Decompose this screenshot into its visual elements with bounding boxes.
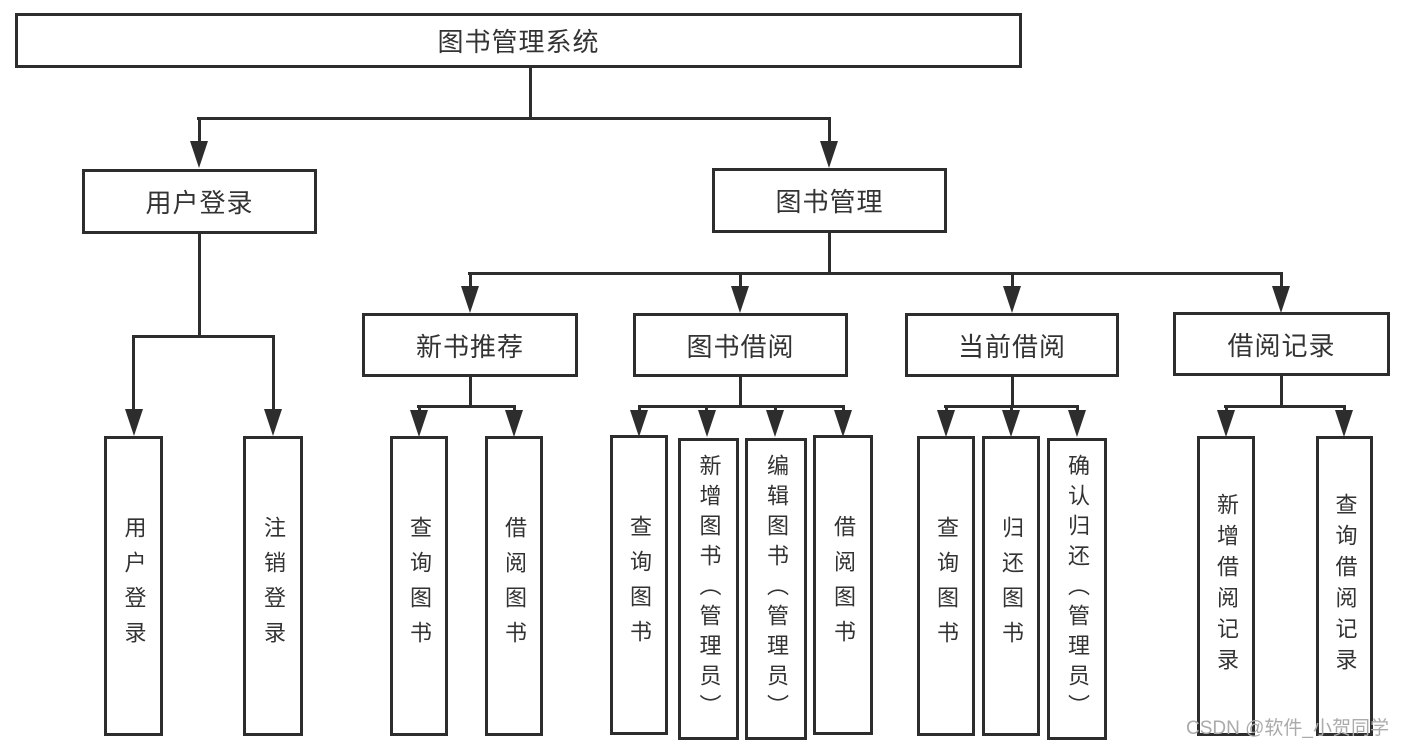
- arrow-down-icon: [1217, 410, 1235, 437]
- arrow-down-icon: [1068, 410, 1086, 437]
- arrow-down-icon: [190, 141, 208, 168]
- arrow-down-icon: [766, 410, 784, 437]
- arrow-down-icon: [410, 410, 428, 437]
- connector-shaft: [132, 335, 135, 411]
- node-query-books-borrow: 查询图书: [610, 435, 668, 735]
- connector-shaft: [1280, 272, 1283, 288]
- node-logout-leaf: 注销登录: [243, 436, 303, 736]
- connector-group-stem: [469, 375, 472, 408]
- connector-shaft: [842, 405, 845, 414]
- connector-user-login-bar: [132, 335, 275, 338]
- node-current-borrow: 当前借阅: [905, 313, 1119, 377]
- connector-shaft: [469, 272, 472, 288]
- arrow-down-icon: [937, 410, 955, 437]
- node-book-management: 图书管理: [712, 168, 947, 233]
- connector-level2-bar: [197, 117, 831, 120]
- connector-shaft: [739, 272, 742, 288]
- connector-book-borrow-bar: [638, 405, 845, 408]
- node-borrow-books-borrow: 借阅图书: [813, 435, 873, 735]
- connector-shaft: [705, 405, 708, 414]
- arrow-down-icon: [731, 286, 749, 313]
- connector-shaft: [1010, 405, 1013, 414]
- arrow-down-icon: [1003, 286, 1021, 313]
- connector-shaft: [774, 405, 777, 414]
- connector-shaft: [1343, 405, 1346, 414]
- node-edit-books-admin: 编辑图书（管理员）: [745, 438, 807, 740]
- connector-group-stem: [1280, 375, 1283, 408]
- connector-shaft: [1076, 405, 1079, 414]
- connector-user-login-stem: [198, 232, 201, 337]
- connector-shaft: [828, 117, 831, 143]
- connector-shaft: [638, 405, 641, 414]
- arrow-down-icon: [461, 286, 479, 313]
- node-root: 图书管理系统: [15, 13, 1022, 68]
- arrow-down-icon: [1002, 410, 1020, 437]
- node-user-login-leaf: 用户登录: [104, 436, 163, 736]
- csdn-watermark: CSDN @软件_小贺同学: [1186, 718, 1389, 739]
- connector-root-stem: [529, 68, 532, 118]
- node-query-borrow-record: 查询借阅记录: [1316, 436, 1373, 736]
- arrow-down-icon: [1335, 410, 1353, 437]
- arrow-down-icon: [505, 410, 523, 437]
- connector-group-stem: [739, 375, 742, 408]
- arrow-down-icon: [630, 410, 648, 437]
- node-user-login: 用户登录: [82, 169, 317, 234]
- connector-shaft: [272, 335, 275, 411]
- node-new-book-recommend: 新书推荐: [362, 313, 578, 377]
- arrow-down-icon: [820, 141, 838, 168]
- connector-new-book-bar: [417, 405, 516, 408]
- node-query-books-current: 查询图书: [917, 436, 975, 736]
- node-query-books-recommend: 查询图书: [390, 436, 448, 736]
- connector-shaft: [1011, 272, 1014, 288]
- connector-shaft: [418, 405, 421, 414]
- node-add-borrow-record: 新增借阅记录: [1197, 436, 1255, 736]
- arrow-down-icon: [264, 409, 282, 436]
- connector-shaft: [1225, 405, 1228, 414]
- node-add-books-admin: 新增图书（管理员）: [678, 438, 739, 740]
- connector-shaft: [198, 117, 201, 143]
- node-confirm-return-admin: 确认归还（管理员）: [1047, 438, 1107, 740]
- node-borrow-records: 借阅记录: [1173, 312, 1390, 376]
- connector-group-stem: [1011, 375, 1014, 408]
- arrow-down-icon: [125, 409, 143, 436]
- node-book-borrow: 图书借阅: [633, 313, 848, 377]
- connector-current-borrow-bar: [944, 405, 1079, 408]
- connector-book-mgmt-stem: [828, 231, 831, 275]
- arrow-down-icon: [1272, 286, 1290, 313]
- arrow-down-icon: [834, 410, 852, 437]
- arrow-down-icon: [698, 410, 716, 437]
- connector-borrow-records-bar: [1224, 405, 1346, 408]
- node-borrow-books-recommend: 借阅图书: [485, 436, 543, 736]
- connector-shaft: [945, 405, 948, 414]
- node-return-books: 归还图书: [982, 436, 1040, 736]
- connector-shaft: [513, 405, 516, 414]
- connector-level3-bar: [468, 272, 1283, 275]
